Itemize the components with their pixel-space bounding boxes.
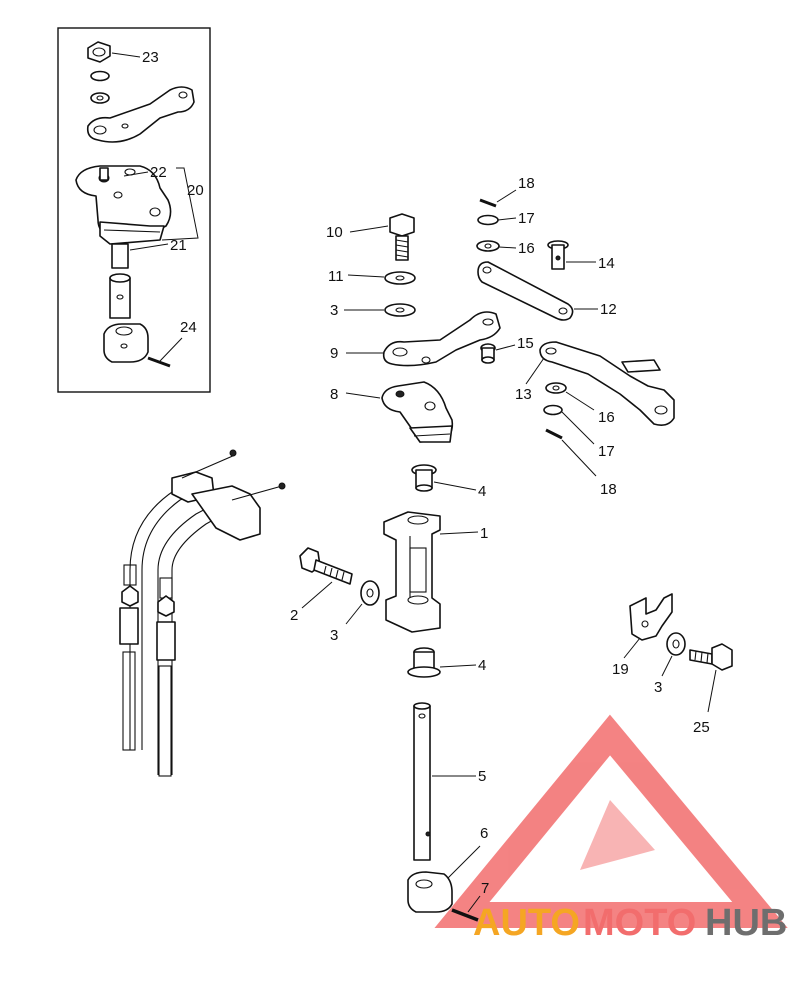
watermark-text: AUTO MOTO HUB [473,902,787,944]
callout-24: 24 [180,319,197,336]
part-cam-8 [381,381,454,443]
callout-19: 19 [612,661,629,678]
callout-10: 10 [326,224,343,241]
callout-17-bottom: 17 [598,443,615,460]
part-clip-18-top [479,198,497,208]
callout-9: 9 [330,345,338,362]
part-inset-collar [103,323,149,363]
part-washer-3-top [384,303,416,317]
part-washer-17-bottom [543,404,563,416]
callout-16-bottom: 16 [598,409,615,426]
part-bracket-19 [629,593,673,641]
callout-22: 22 [150,164,167,181]
part-bolt-25 [689,643,733,671]
part-shaft-5 [413,702,431,861]
callout-2: 2 [290,607,298,624]
callout-25: 25 [693,719,710,736]
part-washer-3-right [666,632,686,656]
callout-14: 14 [598,255,615,272]
part-collar-6 [407,871,453,913]
part-lever-13 [539,341,675,426]
callout-17-top: 17 [518,210,535,227]
part-washer-inset-b [90,92,110,104]
callout-13: 13 [515,386,532,403]
callout-21: 21 [170,237,187,254]
part-washer-17-top [477,214,499,226]
part-collar-15 [480,343,496,364]
callout-6: 6 [480,825,488,842]
part-inset-lever [86,86,195,143]
callout-4-top: 4 [478,483,486,500]
part-clip-18-bottom [545,428,563,440]
part-bolt-2 [299,547,353,585]
part-washer-11 [384,271,416,285]
callout-11: 11 [328,268,344,285]
callout-1: 1 [480,525,488,542]
callout-18-bottom: 18 [600,481,617,498]
part-lever-9 [382,311,501,367]
callout-3-mid: 3 [330,627,338,644]
watermark-word-hub: HUB [705,902,787,944]
part-nut-23 [87,41,111,63]
part-link-12 [477,261,574,321]
part-bushing-4-bottom [407,647,441,678]
part-washer-inset-a [90,70,110,82]
callout-5: 5 [478,768,486,785]
part-washer-16-bottom [545,382,567,394]
part-pin-7 [451,908,479,922]
callout-16-top: 16 [518,240,535,257]
watermark-word-moto: MOTO [583,902,696,944]
callout-23: 23 [142,49,159,66]
callout-12: 12 [600,301,617,318]
inset-frame [57,27,211,393]
watermark-logo [434,714,788,928]
watermark-word-auto: AUTO [473,902,580,944]
part-washer-3-mid [360,580,380,606]
part-bracket-1 [383,511,441,633]
callout-7: 7 [481,880,489,897]
callout-20: 20 [187,182,204,199]
part-washer-16-top [476,240,500,252]
part-cable-assembly [119,449,286,777]
callout-18-top: 18 [518,175,535,192]
part-pin-14 [547,240,569,270]
callout-15: 15 [517,335,534,352]
callout-4-bottom: 4 [478,657,486,674]
part-bushing-4-top [411,464,437,492]
part-inset-cam-assembly [75,165,172,245]
part-bolt-10 [389,213,415,261]
part-pin-24 [147,356,171,368]
callout-3-right: 3 [654,679,662,696]
callout-8: 8 [330,386,338,403]
part-inset-shaft [109,243,131,319]
callout-3-top: 3 [330,302,338,319]
